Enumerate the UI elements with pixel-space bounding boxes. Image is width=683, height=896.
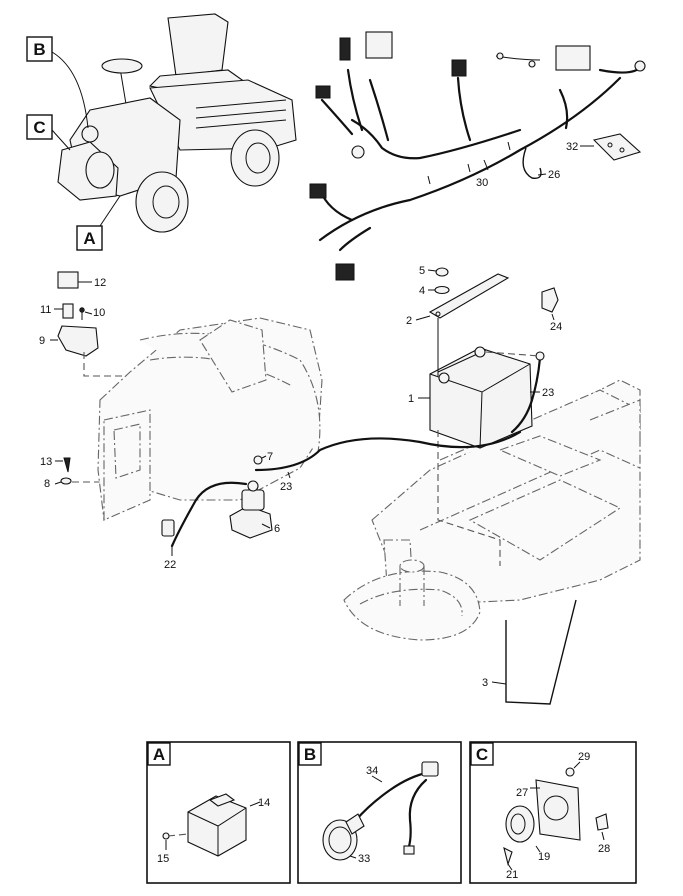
control-rod: 3 xyxy=(482,599,577,705)
svg-text:11: 11 xyxy=(40,304,51,316)
cable-tie: 26 xyxy=(522,147,560,181)
label-30: 30 xyxy=(476,159,489,189)
svg-text:30: 30 xyxy=(476,177,488,189)
svg-text:3: 3 xyxy=(482,677,488,689)
svg-text:1: 1 xyxy=(408,393,414,405)
terminal-24: 24 xyxy=(541,287,562,333)
svg-text:21: 21 xyxy=(506,869,518,881)
svg-text:4: 4 xyxy=(419,285,425,297)
svg-text:24: 24 xyxy=(550,321,562,333)
svg-text:13: 13 xyxy=(40,456,52,468)
parts-4-5: 5 4 xyxy=(419,265,450,297)
svg-text:12: 12 xyxy=(94,277,106,289)
detail-box-a: A 14 15 xyxy=(146,741,291,884)
svg-text:2: 2 xyxy=(406,315,412,327)
svg-text:6: 6 xyxy=(274,523,280,535)
svg-text:34: 34 xyxy=(366,765,378,777)
mount-guide-line xyxy=(437,430,501,566)
battery: 1 xyxy=(408,346,533,449)
svg-text:A: A xyxy=(153,745,165,764)
svg-text:28: 28 xyxy=(598,843,610,855)
detail-box-b: B 34 33 xyxy=(297,741,462,884)
wiring-harness xyxy=(309,31,646,281)
svg-text:23: 23 xyxy=(280,481,292,493)
svg-text:15: 15 xyxy=(157,853,169,865)
svg-text:C: C xyxy=(33,118,45,137)
bracket-32: 32 xyxy=(566,133,642,161)
solenoid: 6 xyxy=(229,480,280,539)
part-7: 7 xyxy=(253,451,273,465)
battery-cable-left: 23 xyxy=(254,430,522,493)
svg-text:27: 27 xyxy=(516,787,528,799)
battery-cable-right: 23 xyxy=(485,351,554,434)
cable-22: 22 xyxy=(161,481,248,571)
tractor-illustration xyxy=(57,13,297,233)
hold-down-strap: 2 xyxy=(406,273,510,376)
svg-text:29: 29 xyxy=(578,751,590,763)
svg-text:26: 26 xyxy=(548,169,560,181)
callout-b: B xyxy=(26,36,89,129)
svg-text:33: 33 xyxy=(358,853,370,865)
svg-text:10: 10 xyxy=(93,307,105,319)
svg-text:B: B xyxy=(33,40,45,59)
svg-text:19: 19 xyxy=(538,851,550,863)
svg-text:9: 9 xyxy=(39,335,45,347)
svg-text:A: A xyxy=(83,229,95,248)
callout-c: C xyxy=(26,114,71,151)
detail-box-c: C 29 27 19 21 28 xyxy=(469,741,637,884)
svg-text:14: 14 xyxy=(258,797,270,809)
svg-text:7: 7 xyxy=(267,451,273,463)
svg-text:23: 23 xyxy=(542,387,554,399)
svg-text:C: C xyxy=(476,745,488,764)
svg-text:5: 5 xyxy=(419,265,425,277)
parts-9-10-11: 11 10 9 xyxy=(39,303,141,410)
callout-a: A xyxy=(76,195,121,251)
svg-text:22: 22 xyxy=(164,559,176,571)
relay-12: 12 xyxy=(57,271,106,289)
svg-text:8: 8 xyxy=(44,478,50,490)
svg-text:B: B xyxy=(304,745,316,764)
svg-text:32: 32 xyxy=(566,141,578,153)
